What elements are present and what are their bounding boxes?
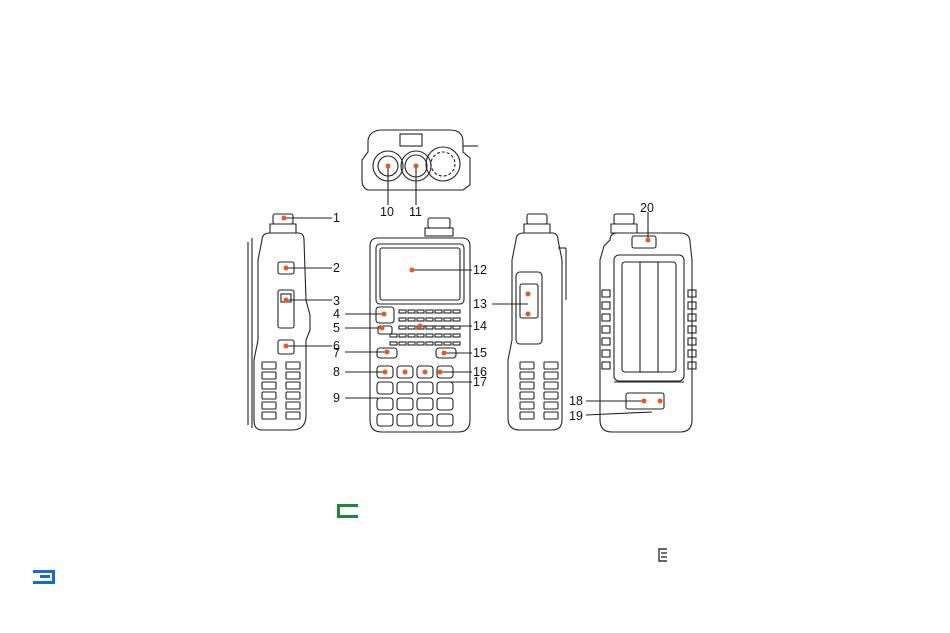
callout-1: 1 bbox=[333, 211, 340, 225]
keypad bbox=[377, 366, 453, 426]
callout-11: 11 bbox=[409, 205, 422, 219]
right-grip-ridges bbox=[520, 362, 558, 419]
document-mark-icon bbox=[337, 504, 359, 518]
callout-18: 18 bbox=[569, 394, 583, 408]
callout-10: 10 bbox=[380, 205, 394, 219]
menu-mark-icon bbox=[657, 548, 669, 562]
back-side-ridges bbox=[602, 290, 696, 369]
callout-15: 15 bbox=[473, 346, 487, 360]
top-view bbox=[362, 130, 478, 205]
callout-8: 8 bbox=[333, 365, 340, 379]
callout-12: 12 bbox=[473, 263, 487, 277]
callout-19: 19 bbox=[569, 409, 583, 423]
callout-4: 4 bbox=[333, 307, 340, 321]
left-side-view bbox=[248, 214, 332, 430]
right-side-view bbox=[492, 214, 566, 430]
callout-20: 20 bbox=[640, 201, 654, 215]
back-view bbox=[586, 212, 696, 432]
callout-9: 9 bbox=[333, 391, 340, 405]
callout-7: 7 bbox=[333, 346, 340, 360]
speaker-grille bbox=[390, 310, 460, 345]
callout-labels: 1 2 3 4 5 6 7 8 9 10 11 12 13 14 15 16 1… bbox=[333, 201, 654, 423]
front-view bbox=[345, 218, 472, 432]
callout-5: 5 bbox=[333, 321, 340, 335]
left-grip-ridges bbox=[262, 362, 300, 419]
callout-2: 2 bbox=[333, 261, 340, 275]
page-mark-icon bbox=[33, 570, 55, 584]
callout-17: 17 bbox=[473, 375, 487, 389]
callout-14: 14 bbox=[473, 319, 487, 333]
callout-3: 3 bbox=[333, 294, 340, 308]
callout-13: 13 bbox=[473, 297, 487, 311]
